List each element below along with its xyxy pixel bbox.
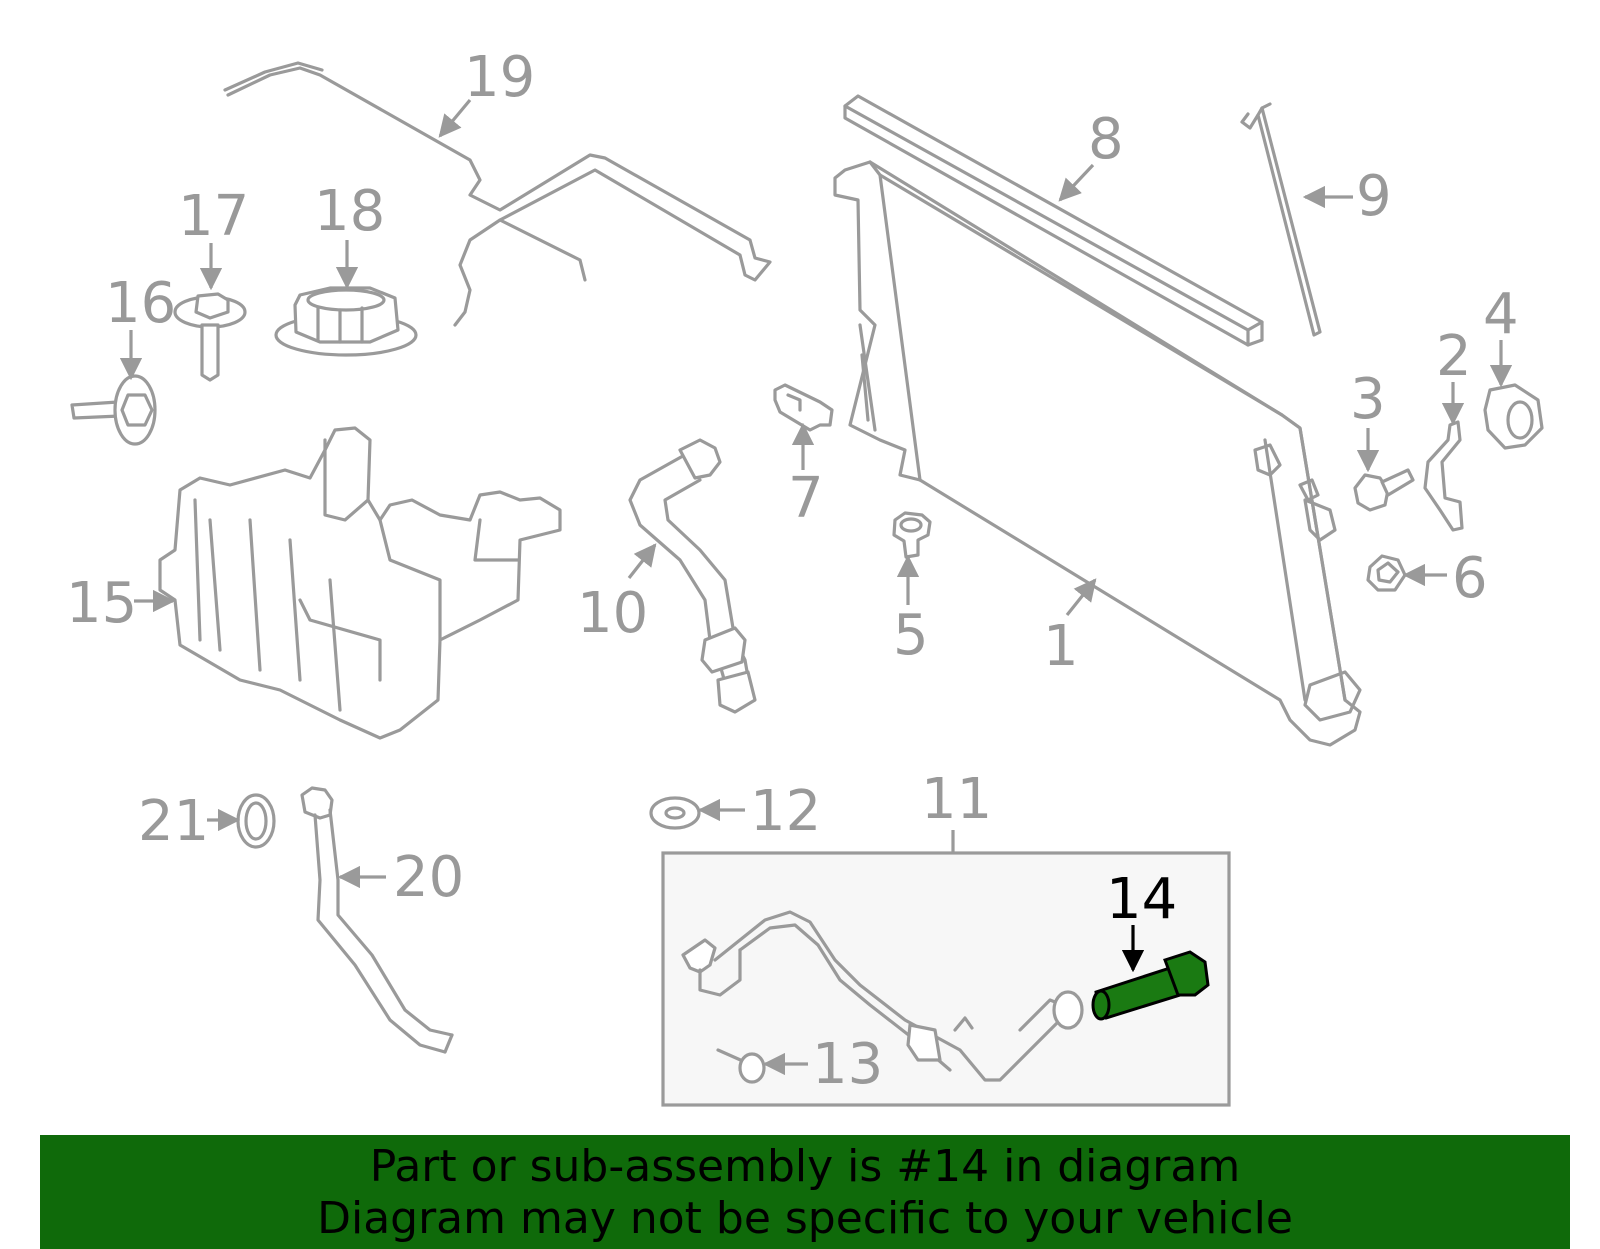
seal-strip-8[interactable] xyxy=(843,94,1264,347)
info-banner: Part or sub-assembly is #14 in diagram D… xyxy=(40,1135,1570,1249)
bolt-3[interactable] xyxy=(1353,468,1415,512)
callout-2: 2 xyxy=(1436,324,1472,389)
nut-6[interactable] xyxy=(1366,554,1407,592)
callout-13: 13 xyxy=(812,1032,883,1097)
callout-18: 18 xyxy=(314,179,385,244)
callout-10: 10 xyxy=(577,581,648,646)
hose-20[interactable] xyxy=(300,786,454,1054)
tube-assembly-11[interactable] xyxy=(681,910,1084,1082)
callout-9: 9 xyxy=(1356,164,1392,229)
coolant-line-19[interactable] xyxy=(223,61,772,327)
o-ring-21[interactable] xyxy=(236,793,276,849)
callout-20: 20 xyxy=(393,845,464,910)
bracket-2[interactable] xyxy=(1423,420,1464,532)
callout-7: 7 xyxy=(788,466,824,531)
deflector-9[interactable] xyxy=(1240,102,1322,337)
reservoir-15[interactable] xyxy=(158,426,562,740)
callout-4: 4 xyxy=(1483,282,1519,347)
hose-10[interactable] xyxy=(628,438,757,714)
connector-14-highlighted[interactable] xyxy=(1091,950,1210,1021)
callout-3: 3 xyxy=(1350,367,1386,432)
cap-18[interactable] xyxy=(274,286,418,357)
callout-21: 21 xyxy=(138,789,209,854)
callout-15: 15 xyxy=(66,571,137,636)
callout-11: 11 xyxy=(921,767,992,832)
banner-line-2: Diagram may not be specific to your vehi… xyxy=(317,1193,1293,1244)
sensor-7[interactable] xyxy=(773,383,834,432)
bolt-16[interactable] xyxy=(70,374,157,446)
callout-5: 5 xyxy=(893,603,929,668)
callout-1: 1 xyxy=(1043,614,1079,679)
callout-17: 17 xyxy=(178,184,249,249)
bolt-17[interactable] xyxy=(173,292,247,382)
insulator-4[interactable] xyxy=(1483,383,1544,450)
callout-19: 19 xyxy=(464,45,535,110)
callout-6: 6 xyxy=(1452,546,1488,611)
callout-14: 14 xyxy=(1106,867,1177,932)
callout-12: 12 xyxy=(750,779,821,844)
radiator-1[interactable] xyxy=(833,160,1362,747)
clip-13[interactable] xyxy=(716,1048,766,1084)
callout-8: 8 xyxy=(1088,107,1124,172)
parts-diagram: 19 8 9 17 18 16 4 2 3 7 6 5 1 10 15 21 2… xyxy=(66,45,1544,1107)
washer-12[interactable] xyxy=(649,796,701,830)
banner-line-1: Part or sub-assembly is #14 in diagram xyxy=(369,1141,1241,1192)
leader-lines xyxy=(119,98,1513,1076)
callout-16: 16 xyxy=(105,271,176,336)
grommet-5[interactable] xyxy=(892,511,932,559)
